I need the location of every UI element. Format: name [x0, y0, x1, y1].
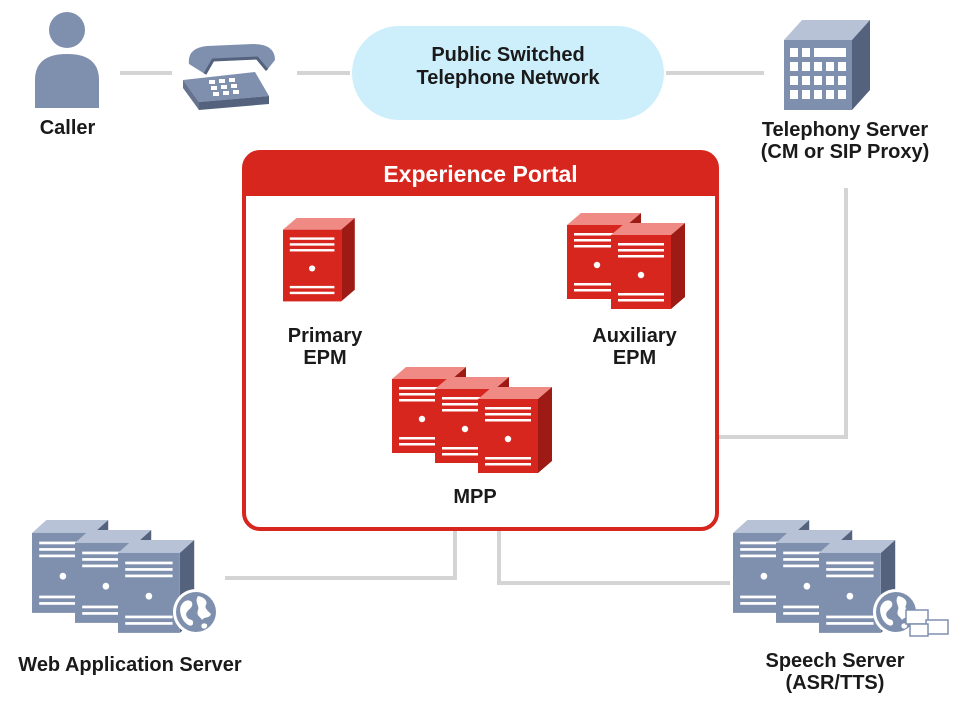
server-trio-globe-icon: [733, 520, 949, 637]
server-icon: [283, 218, 355, 302]
document-stack-icon: [905, 609, 949, 637]
speech-server-label: Speech Server (ASR/TTS): [735, 650, 935, 694]
experience-portal-title: Experience Portal: [383, 161, 578, 187]
web-app-server-label-text: Web Application Server: [18, 654, 242, 676]
mpp-label: MPP: [430, 486, 520, 508]
primary-epm-label-line2: EPM: [303, 347, 347, 369]
caller-label: Caller: [20, 117, 115, 139]
mpp-label-text: MPP: [453, 486, 497, 508]
pstn-label: Public Switched Telephone Network: [355, 44, 661, 90]
telephony-server-label-line2: (CM or SIP Proxy): [760, 141, 930, 163]
primary-epm-label: Primary EPM: [270, 325, 380, 369]
person-icon: [35, 12, 99, 108]
line-mpp-webapp: [225, 520, 457, 580]
telephony-server-label-line1: Telephony Server: [761, 119, 929, 141]
auxiliary-epm-label: Auxiliary EPM: [572, 325, 697, 369]
telephone-icon: [183, 44, 275, 110]
pstn-label-line2: Telephone Network: [416, 67, 600, 89]
server-trio-globe-icon: [32, 520, 219, 635]
telephony-server-label: Telephony Server (CM or SIP Proxy): [735, 119, 955, 163]
web-app-server-label: Web Application Server: [0, 654, 260, 676]
primary-epm-label-line1: Primary: [287, 325, 363, 347]
caller-label-text: Caller: [39, 117, 96, 139]
pstn-label-line1: Public Switched: [431, 44, 585, 66]
pbx-server-icon: [784, 20, 870, 110]
speech-server-label-line2: (ASR/TTS): [785, 672, 885, 694]
cloud-shape: [352, 26, 664, 120]
speech-server-label-line1: Speech Server: [765, 650, 905, 672]
server-pair-icon: [567, 213, 685, 309]
auxiliary-epm-label-line2: EPM: [612, 347, 657, 369]
auxiliary-epm-label-line1: Auxiliary: [592, 325, 677, 347]
line-mpp-speech: [497, 520, 730, 585]
